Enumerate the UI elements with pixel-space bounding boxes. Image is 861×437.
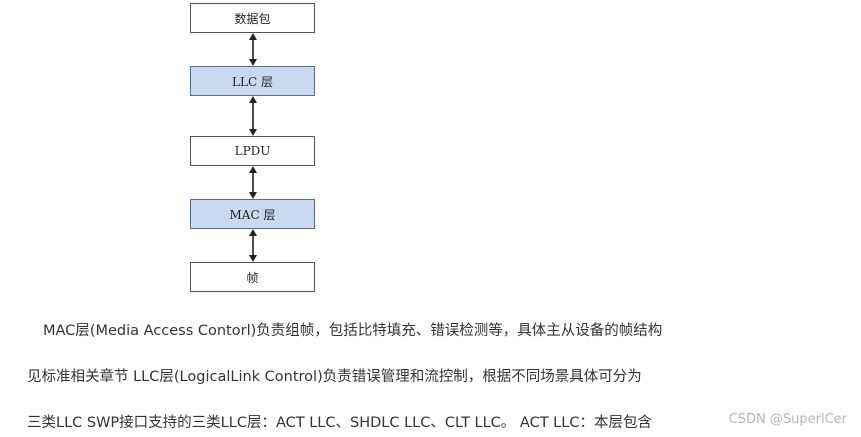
mac-layer-label: MAC 层 xyxy=(229,207,276,222)
bidirectional-arrow-icon xyxy=(249,229,257,262)
mac-layer-box: MAC 层 xyxy=(190,199,315,229)
bidirectional-arrow-icon xyxy=(249,96,257,136)
paragraph-line-1: MAC层(Media Access Contorl)负责组帧，包括比特填充、错误… xyxy=(43,323,663,339)
llc-layer-box: LLC 层 xyxy=(190,66,315,96)
data-packet-label: 数据包 xyxy=(234,11,271,26)
paragraph-line-3: 三类LLC SWP接口支持的三类LLC层：ACT LLC、SHDLC LLC、C… xyxy=(27,415,652,431)
bidirectional-arrow-icon xyxy=(249,33,257,66)
lpdu-label: LPDU xyxy=(234,144,271,158)
frame-label: 帧 xyxy=(246,270,259,285)
protocol-layer-diagram: 数据包 LLC 层 LPDU MAC 层 帧 xyxy=(190,3,315,292)
paragraph-line-2: 见标准相关章节 LLC层(LogicalLink Control)负责错误管理和… xyxy=(27,369,642,385)
csdn-watermark: CSDN @SuperlCer xyxy=(728,412,847,427)
bidirectional-arrow-icon xyxy=(249,166,257,199)
frame-box: 帧 xyxy=(190,262,315,292)
data-packet-box: 数据包 xyxy=(190,3,315,33)
lpdu-box: LPDU xyxy=(190,136,315,166)
llc-layer-label: LLC 层 xyxy=(232,74,273,89)
